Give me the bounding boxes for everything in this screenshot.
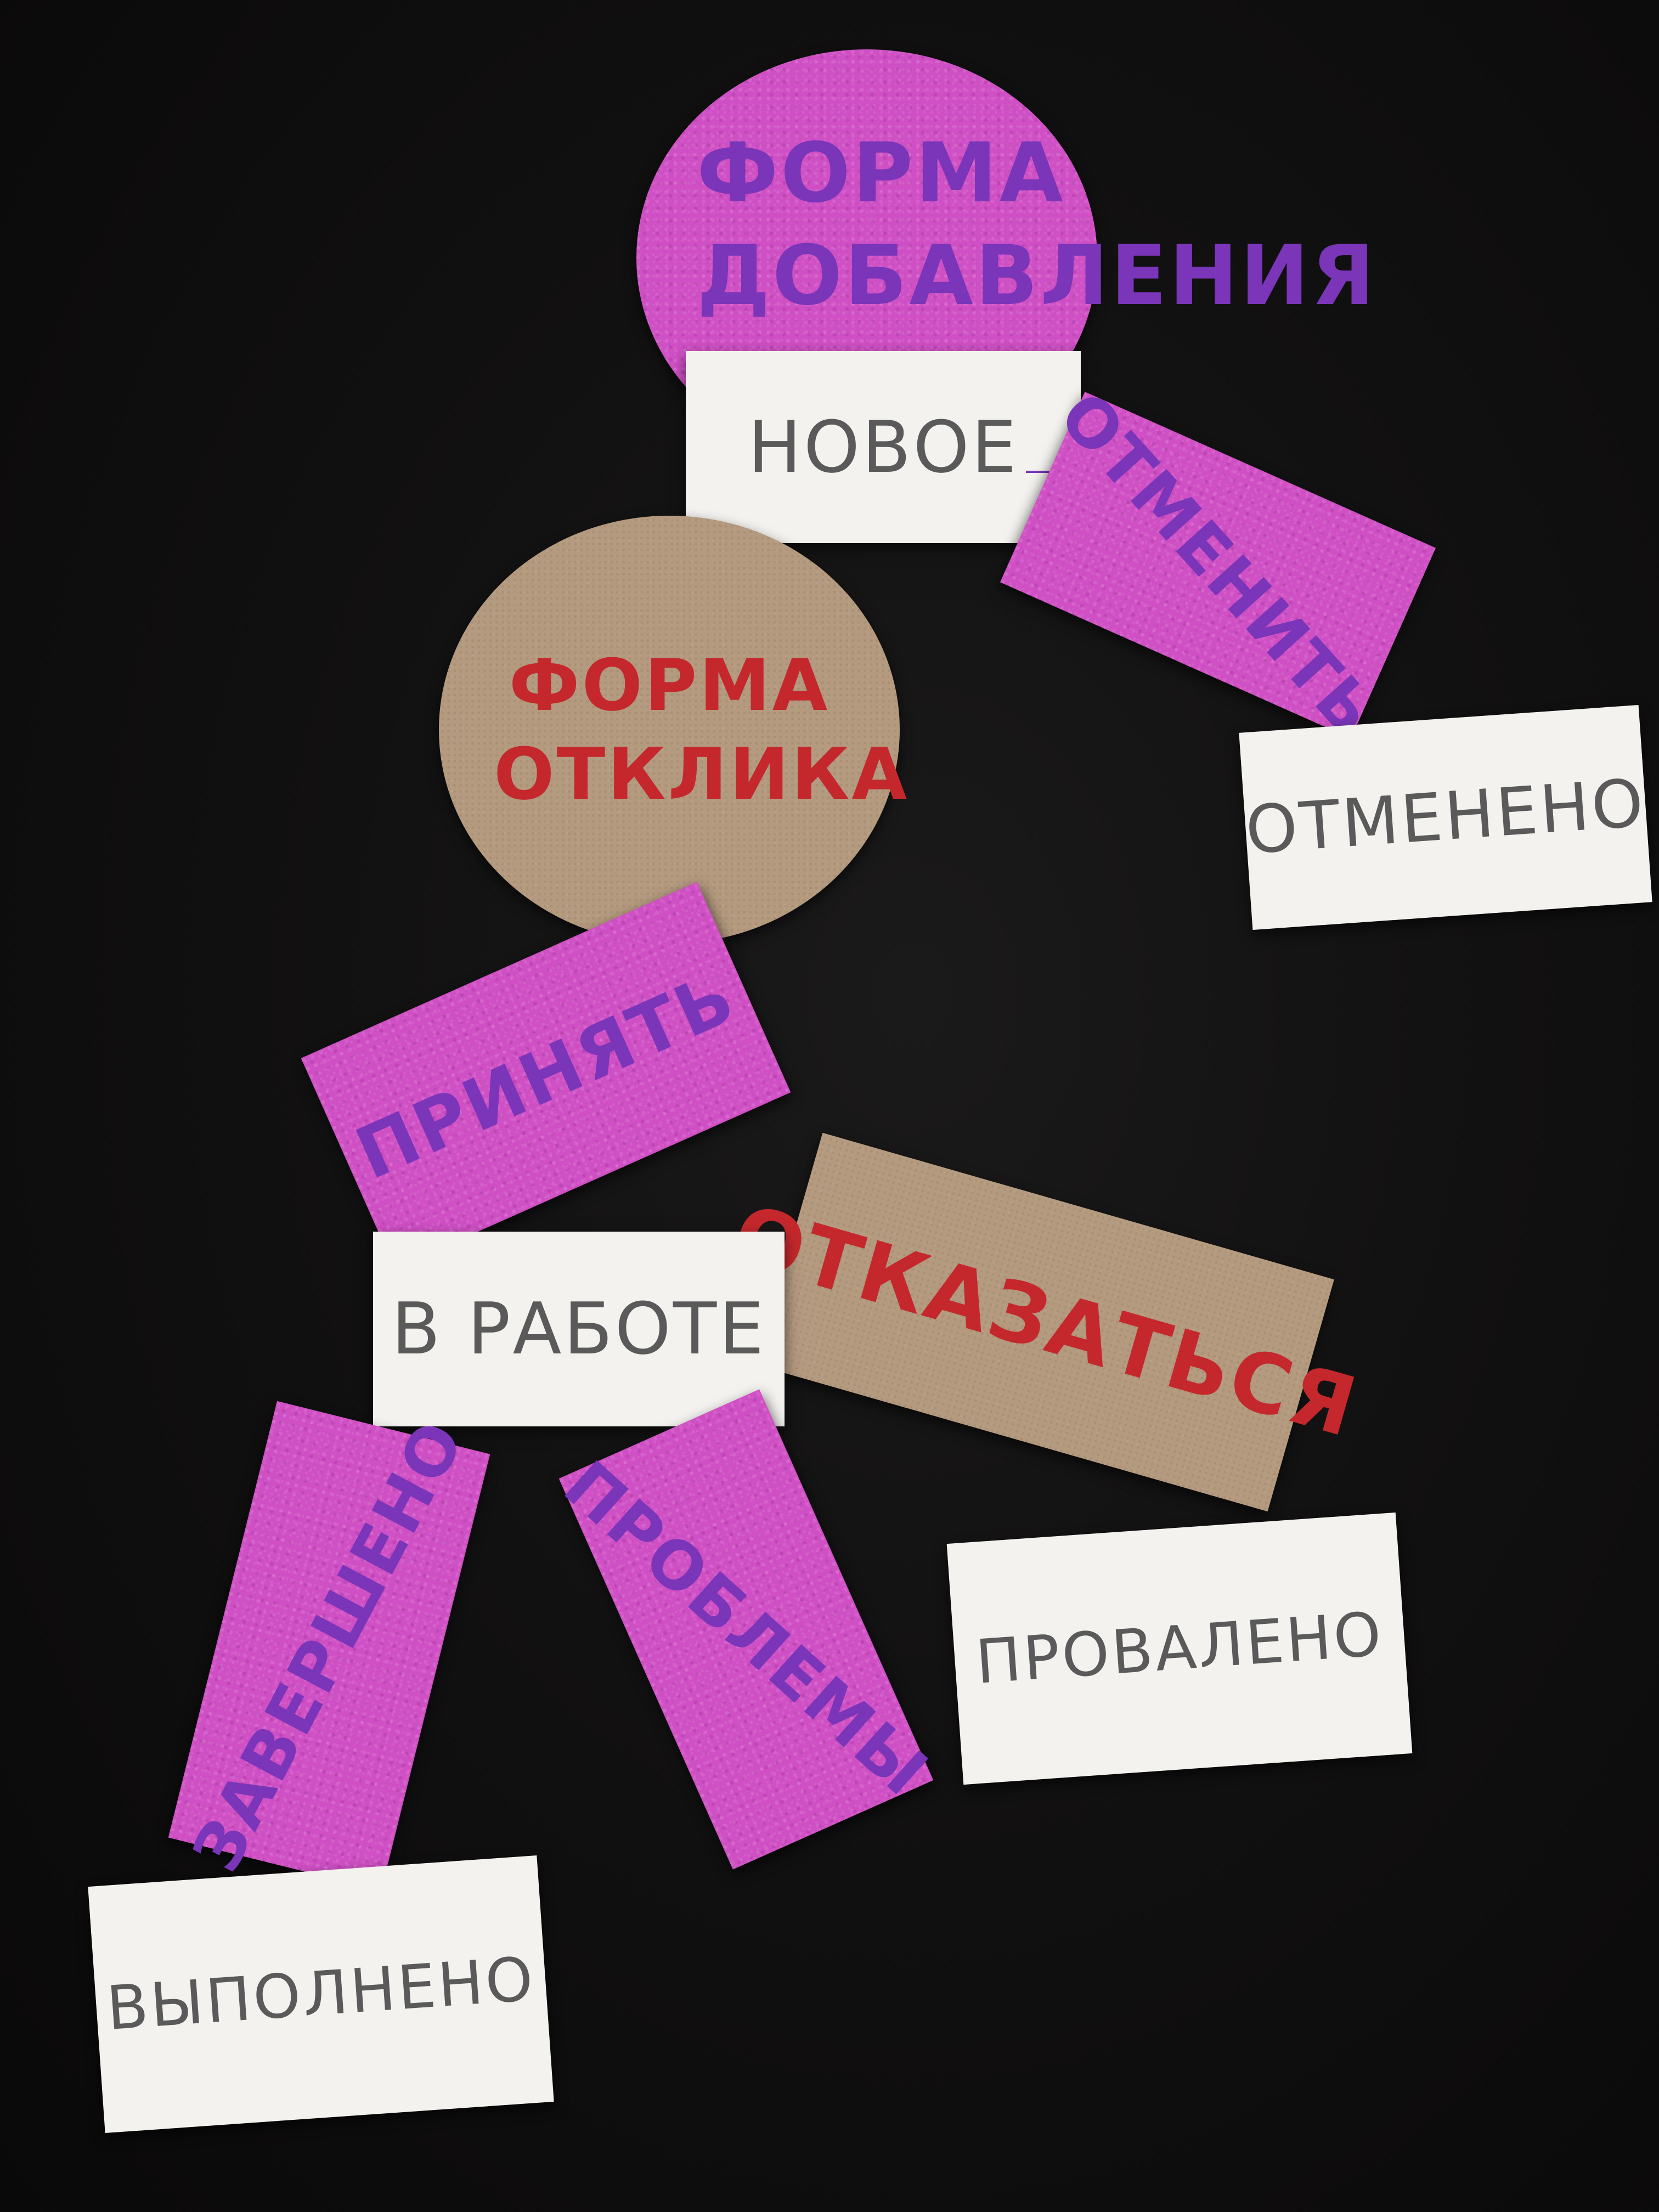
status-failed-card: ПРОВАЛЕНО (946, 1512, 1413, 1785)
status-failed-label: ПРОВАЛЕНО (973, 1599, 1386, 1698)
response-form-label: ФОРМА ОТКЛИКА (494, 643, 910, 816)
status-in-progress-card: В РАБОТЕ (373, 1232, 785, 1426)
status-new-card: НОВОЕ (686, 351, 1081, 543)
status-new-label: НОВОЕ (748, 405, 1019, 489)
response-form-circle: ФОРМА ОТКЛИКА (439, 516, 910, 944)
status-in-progress-label: В РАБОТЕ (391, 1287, 766, 1371)
add-form-circle: ФОРМА ДОБАВЛЕНИЯ (636, 49, 1377, 466)
status-cancelled-label: ОТМЕНЕНО (1243, 765, 1648, 870)
status-cancelled-card: ОТМЕНЕНО (1239, 704, 1652, 930)
status-done-label: ВЫПОЛНЕНО (104, 1944, 538, 2044)
add-form-label: ФОРМА ДОБАВЛЕНИЯ (697, 125, 1377, 324)
status-done-card: ВЫПОЛНЕНО (88, 1855, 554, 2134)
